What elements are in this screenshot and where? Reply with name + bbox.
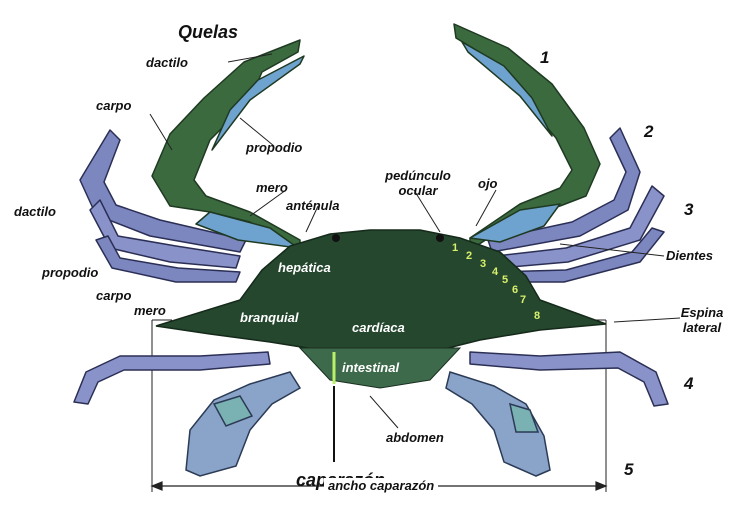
leg-number-2: 2 (644, 122, 653, 142)
label-abdomen: abdomen (386, 430, 444, 445)
leg-number-4: 4 (684, 374, 693, 394)
label-mero-leg: mero (134, 303, 166, 318)
label-espina-lateral: Espina lateral (670, 305, 734, 335)
leg-number-3: 3 (684, 200, 693, 220)
label-propodio-leg: propodio (42, 265, 98, 280)
label-dactilo-leg: dactilo (14, 204, 56, 219)
label-mero-claw: mero (256, 180, 288, 195)
right-eye (436, 234, 444, 242)
label-dactilo-claw: dactilo (146, 55, 188, 70)
tooth-number-5: 5 (502, 274, 508, 286)
label-antenula: anténula (286, 198, 339, 213)
tooth-number-3: 3 (480, 258, 486, 270)
label-hepatica: hepática (278, 260, 331, 275)
label-pedunculo-ocular: pedúnculo ocular (372, 168, 464, 198)
left-eye (332, 234, 340, 242)
label-branquial: branquial (240, 310, 299, 325)
label-carpo-leg: carpo (96, 288, 131, 303)
label-cardiaca: cardíaca (352, 320, 405, 335)
tooth-number-2: 2 (466, 250, 472, 262)
label-ancho-caparazon: ancho caparazón (324, 478, 438, 493)
tooth-number-1: 1 (452, 242, 458, 254)
right-claw (454, 24, 600, 250)
label-carpo-claw: carpo (96, 98, 131, 113)
label-propodio-claw: propodio (246, 140, 302, 155)
tooth-number-7: 7 (520, 294, 526, 306)
tooth-number-8: 8 (534, 310, 540, 322)
leg-number-1: 1 (540, 48, 549, 68)
label-intestinal: intestinal (342, 360, 399, 375)
label-pedunculo-ocular-text: pedúnculo ocular (385, 168, 451, 198)
swimming-paddles (186, 372, 550, 476)
label-espina-lateral-text: Espina lateral (681, 305, 724, 335)
label-dientes: Dientes (666, 248, 713, 263)
label-quelas: Quelas (178, 22, 238, 43)
tooth-number-6: 6 (512, 284, 518, 296)
tooth-number-4: 4 (492, 266, 498, 278)
leg-number-5: 5 (624, 460, 633, 480)
label-ojo: ojo (478, 176, 498, 191)
